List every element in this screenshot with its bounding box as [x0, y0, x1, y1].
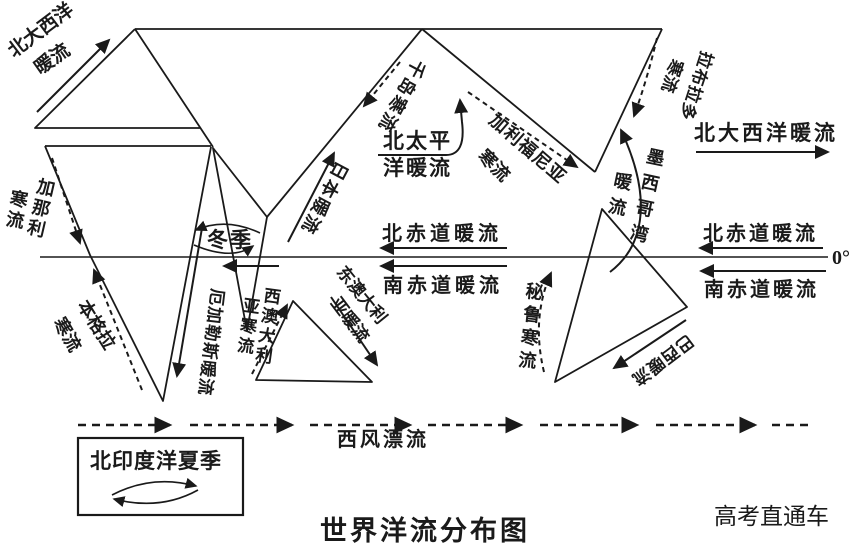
- summer-monsoon-box-label: 北印度洋夏季: [90, 449, 222, 473]
- gulf-of-mexico-warm-arrow: [609, 128, 642, 273]
- canary-cold-arrow: [51, 157, 83, 245]
- agulhas-warm-arrow: [172, 221, 204, 378]
- peru-cold-label: 秘鲁寒流: [516, 280, 545, 372]
- canary-cold-label-2: 寒流: [4, 187, 31, 232]
- north-pacific-warm-label-1: 北太平: [383, 129, 452, 153]
- north-atlantic-warm-ne-label: 北大西洋暖流: [694, 121, 838, 145]
- benguela-cold-label-2: 寒流: [49, 313, 86, 356]
- west-australian-cold-arrow: [251, 303, 288, 375]
- labrador-cold-label-1: 拉布拉多: [676, 49, 717, 124]
- south-equatorial-pacific-label: 南赤道暖流: [383, 273, 503, 297]
- west-wind-drift-label: 西风漂流: [337, 427, 429, 451]
- agulhas-warm-label: 厄加勒斯暖流: [195, 288, 228, 398]
- summer-gyre-top-arrow: [111, 477, 198, 496]
- japan-warm-arrow: [287, 151, 335, 243]
- brazil-warm-arrow: [612, 319, 687, 370]
- benguela-cold-arrow: [92, 268, 143, 391]
- west-australian-cold-label-1: 西澳大利: [254, 286, 283, 367]
- south-equatorial-atlantic-label: 南赤道暖流: [704, 277, 819, 301]
- india-peninsula-coastline: [212, 147, 268, 332]
- equator-label: 0°: [832, 247, 850, 269]
- labrador-cold-label-2: 寒流: [658, 57, 688, 96]
- north-pacific-warm-label-2: 洋暖流: [383, 156, 452, 180]
- north-atlantic-warm-arrow-nw: [36, 38, 111, 113]
- north-equatorial-pacific-label: 北赤道暖流: [382, 221, 502, 245]
- watermark: 高考直通车: [714, 504, 829, 529]
- africa-coastline: [44, 145, 212, 402]
- north-pacific-warm-arrow: [378, 98, 469, 156]
- north-america-east-coastline: [594, 28, 663, 173]
- kuril-cold-arrow: [362, 61, 401, 108]
- australia-landmass: [255, 300, 373, 383]
- europe-triangle: [34, 28, 214, 148]
- winter-gyre-bottom-arrow: [193, 244, 255, 257]
- diagram-title: 世界洋流分布图: [320, 515, 530, 546]
- labrador-cold-arrow: [631, 37, 658, 118]
- summer-gyre-bottom-arrow: [112, 489, 199, 508]
- west-australian-cold-label-2: 亚寒流: [236, 296, 261, 357]
- east-australian-warm-arrow: [330, 296, 379, 367]
- gulf-of-mexico-warm-label-1: 墨西哥湾: [628, 146, 666, 246]
- brazil-warm-label: 巴西暖流: [628, 331, 698, 390]
- north-equatorial-atlantic-label: 北赤道暖流: [703, 221, 818, 245]
- north-america-west-coastline: [421, 28, 596, 173]
- monsoon-legend-box: [76, 436, 245, 517]
- california-cold-label-2: 寒流: [473, 144, 514, 185]
- gulf-of-mexico-warm-label-2: 暖流: [606, 169, 634, 219]
- east-asia-coastline: [266, 28, 423, 218]
- canary-cold-label-1: 加那利: [24, 176, 56, 241]
- peru-cold-arrow: [537, 271, 553, 373]
- california-cold-arrow: [467, 91, 579, 169]
- winter-monsoon-label: 冬季: [207, 228, 253, 252]
- south-america-landmass: [554, 208, 688, 383]
- kuril-cold-label: 千岛寒流: [374, 56, 430, 136]
